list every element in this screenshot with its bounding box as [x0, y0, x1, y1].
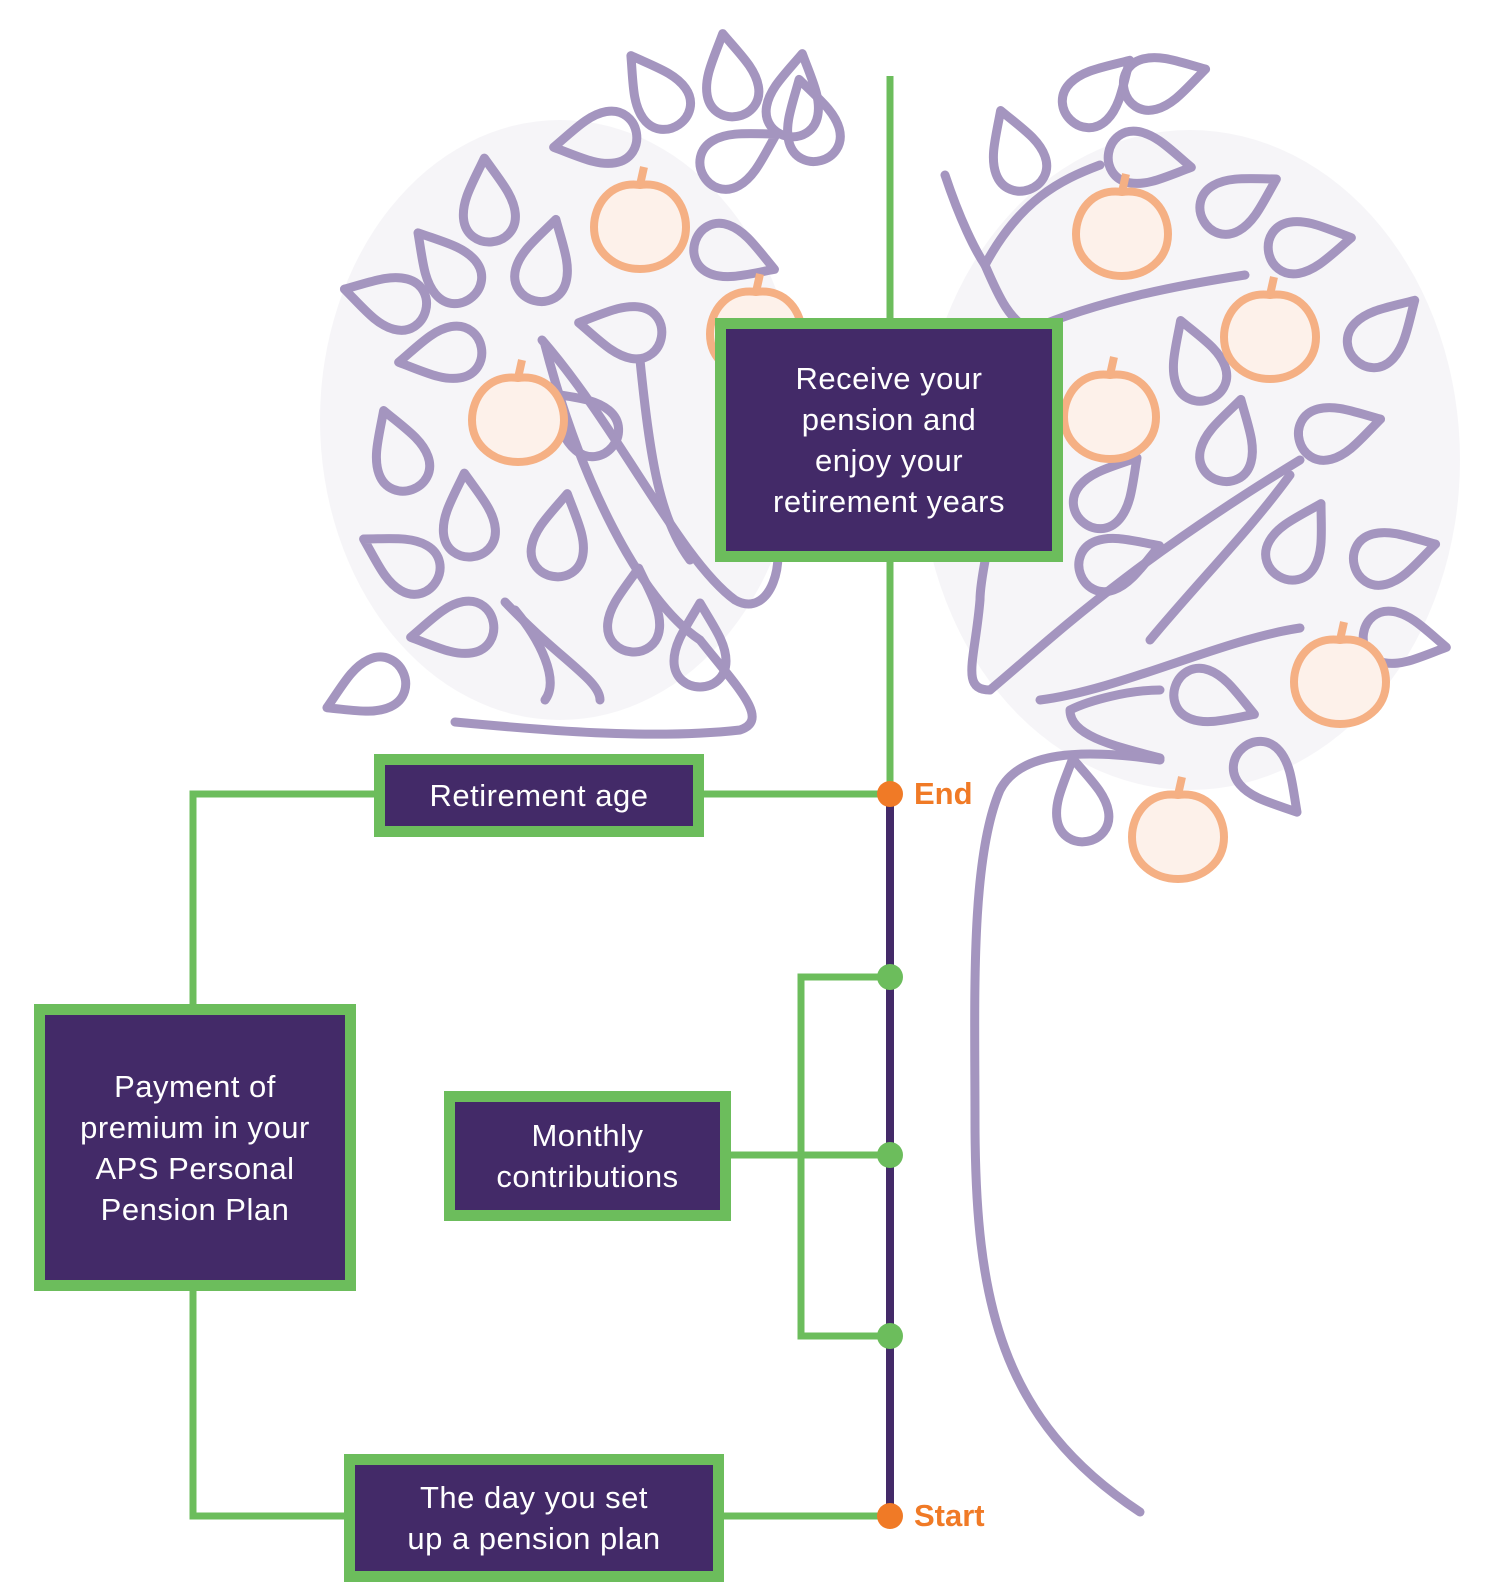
start-milestone-dot	[877, 1503, 903, 1529]
box-text-line: premium in your	[80, 1109, 310, 1145]
leaf-shape	[1052, 754, 1114, 847]
leaf-shape	[626, 51, 696, 134]
end-milestone-dot	[877, 781, 903, 807]
leaf-shape	[1358, 606, 1451, 668]
leaf-shape	[1342, 295, 1420, 373]
leaf-shape	[1195, 394, 1257, 486]
fruit-shape	[467, 359, 569, 467]
leaf-shape	[1169, 663, 1259, 727]
leaf-shape	[413, 228, 487, 309]
fruit-shape	[1219, 276, 1321, 384]
leaf-shape	[1294, 403, 1386, 465]
leaf-shape	[458, 153, 520, 247]
fruit-shape	[1071, 173, 1173, 281]
leaf-shape	[1074, 533, 1164, 597]
leaf-shape	[1068, 453, 1142, 534]
leaf-shape	[406, 596, 499, 658]
box-text-line: Pension Plan	[100, 1191, 290, 1227]
leaf-shape	[1349, 528, 1441, 590]
leaf-shape	[669, 598, 731, 692]
receive-pension-box: Receive your pension and enjoy your reti…	[715, 318, 1063, 562]
leaf-shape	[526, 489, 588, 582]
leaf-shape	[603, 563, 665, 657]
leaf-shape	[438, 468, 500, 562]
leaf-shape	[510, 214, 572, 306]
box-text-line: enjoy your	[814, 443, 964, 478]
leaf-shape	[695, 129, 781, 194]
payment-of-premium-box: Payment of premium in your APS Personal …	[34, 1004, 356, 1291]
leaf-shape	[783, 74, 845, 166]
leaf-shape	[1261, 499, 1326, 585]
fruit-shape	[1289, 621, 1391, 729]
leaf-shape	[339, 273, 431, 335]
connector-retirement-to-payment	[189, 790, 376, 1008]
box-text-line: Retirement age	[429, 778, 649, 813]
contribution-dot	[877, 964, 903, 990]
leaf-shape	[689, 218, 779, 282]
end-label: End	[914, 776, 973, 811]
box-text-line: The day you set	[419, 1480, 649, 1515]
contribution-dot	[877, 1142, 903, 1168]
leaf-shape	[359, 534, 445, 599]
leaf-shape	[322, 652, 411, 716]
leaf-shape	[394, 321, 487, 383]
fruit-shape	[589, 166, 691, 274]
box-text-line: Receive your	[795, 361, 983, 396]
leaf-shape	[1195, 174, 1281, 239]
contribution-dot	[877, 1323, 903, 1349]
leaf-shape	[1168, 316, 1232, 406]
setup-day-box: The day you set up a pension plan	[344, 1454, 724, 1582]
box-text-line: Payment of	[114, 1068, 276, 1104]
leaf-shape	[549, 106, 642, 168]
leaf-shape	[574, 302, 667, 364]
leaf-shape	[988, 106, 1052, 196]
box-text-line: pension and	[801, 402, 977, 437]
leaf-shape	[1119, 53, 1211, 115]
retirement-age-box: Retirement age	[374, 754, 704, 837]
leaf-shape	[1228, 736, 1302, 817]
leaf-shape	[371, 406, 435, 496]
start-label: Start	[914, 1498, 985, 1533]
connector-lines	[189, 76, 894, 1520]
leaf-shape	[1103, 126, 1196, 188]
leaf-shape	[702, 29, 764, 122]
box-text-line: Monthly	[531, 1118, 644, 1153]
box-text-line: contributions	[496, 1159, 679, 1194]
leaf-shape	[1057, 55, 1135, 133]
fruit-shape	[1059, 356, 1161, 464]
box-text-line: APS Personal	[95, 1150, 295, 1186]
monthly-contributions-box: Monthly contributions	[444, 1091, 731, 1221]
tree-branches	[450, 160, 1305, 1517]
leaf-shape	[1263, 217, 1356, 279]
tree-leaves	[322, 29, 1451, 847]
fruit-shape	[1127, 776, 1229, 884]
box-text-line: retirement years	[773, 484, 1005, 519]
connector-payment-to-setup	[189, 1285, 346, 1520]
box-text-line: up a pension plan	[407, 1521, 661, 1556]
